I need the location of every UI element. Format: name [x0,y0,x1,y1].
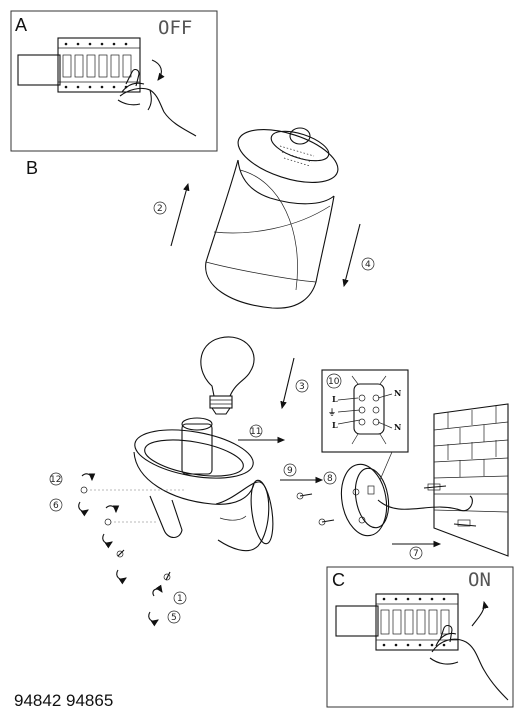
hand-switching-off [117,69,197,137]
panel-a-state: OFF [158,17,192,39]
svg-text:8: 8 [327,474,333,484]
arrow-step-3 [280,357,295,410]
terminal-block [351,375,387,445]
svg-text:1: 1 [177,594,183,604]
panel-c-frame [326,566,514,708]
panel-a-frame [10,10,218,152]
rotation-arrows [78,473,163,627]
step-2-badge: 2 [153,201,167,215]
svg-text:5: 5 [171,613,177,623]
step-8-badge: 8 [323,471,337,485]
step-5-badge: 5 [167,610,181,624]
panel-c-label: C [332,570,345,590]
model-numbers: 94842 94865 [14,691,113,710]
step-6-badge: 6 [49,498,63,512]
mains-cable [377,495,473,512]
wiring-detail-box: 10 L N L N ⏚ [321,369,409,453]
svg-text:4: 4 [365,260,371,270]
earth-symbol: ⏚ [328,407,336,417]
step-12-badge: 12 [49,472,63,486]
arrow-step-2 [170,182,190,247]
svg-text:6: 6 [53,501,59,511]
wire-label-live-2: L [332,420,338,430]
light-bulb [200,336,255,415]
switch-on-arrow [471,600,489,627]
screws [296,492,335,526]
svg-text:10: 10 [328,377,340,387]
step-9-badge: 9 [283,463,297,477]
lantern-cover [205,127,339,309]
wire-label-live: L [332,394,338,404]
svg-text:3: 3 [299,382,305,392]
step-3-badge: 3 [295,379,309,393]
svg-text:9: 9 [287,466,293,476]
brick-wall [433,403,509,557]
panel-a: A OFF [10,10,218,152]
svg-text:11: 11 [250,427,261,437]
svg-text:2: 2 [157,204,163,214]
wall-plate [340,463,390,537]
arrow-step-4 [342,223,361,288]
step-7-badge: 7 [409,546,423,560]
fixing-screws [80,486,171,581]
svg-text:12: 12 [50,475,61,485]
wire-label-neutral: N [394,388,401,398]
panel-a-label: A [15,15,27,35]
hand-switching-on [429,625,509,701]
switch-off-arrow [151,59,165,81]
panel-c-state: ON [468,569,491,591]
lamp-holder-bracket [133,417,274,552]
breaker-panel-off [17,37,141,93]
breaker-panel-on [335,593,459,651]
svg-text:7: 7 [413,549,419,559]
step-4-badge: 4 [361,257,375,271]
wire-label-neutral-2: N [394,422,401,432]
detail-leader [379,451,393,481]
step-11-badge: 11 [249,424,263,438]
step-1-badge: 1 [173,591,187,605]
panel-c: C ON [326,566,514,708]
wall-plugs [423,483,477,527]
step-10-badge: 10 [326,373,342,389]
section-b-label: B [26,158,38,178]
